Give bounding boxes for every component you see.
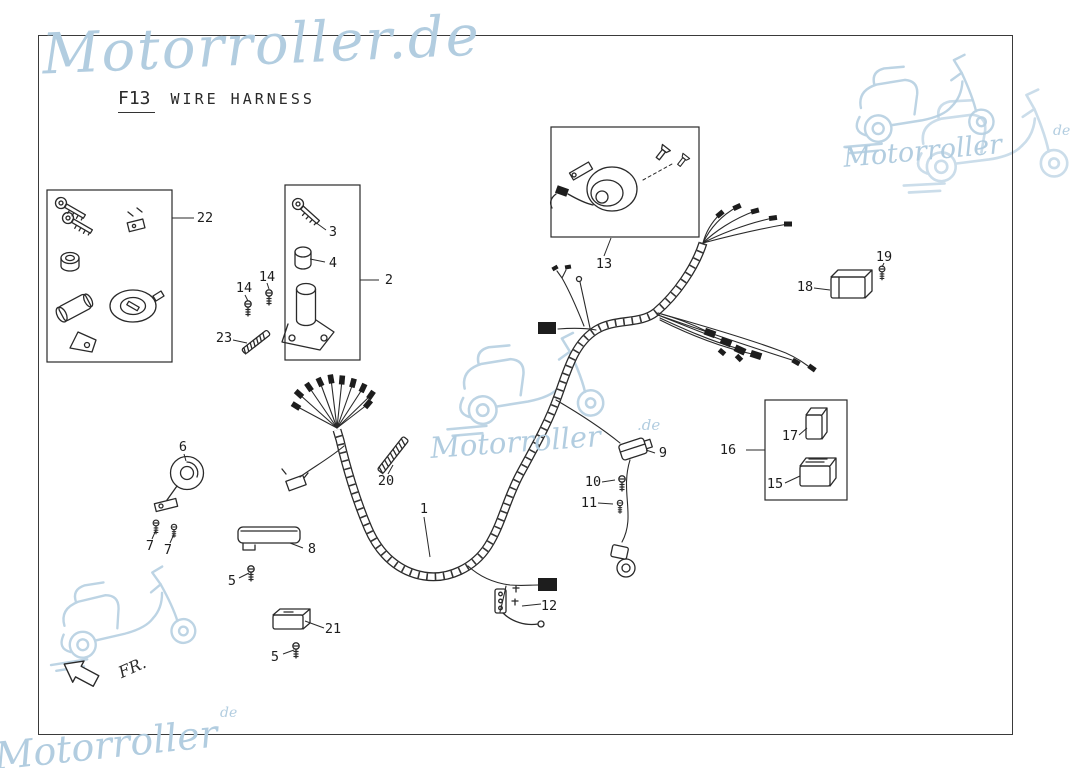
callout-9: 9 xyxy=(658,445,668,461)
callout-7a: 7 xyxy=(145,538,155,554)
callout-17: 17 xyxy=(781,428,799,444)
callout-3: 3 xyxy=(328,224,338,240)
starter-relay xyxy=(830,269,873,299)
diagram-border xyxy=(38,35,1013,735)
callout-11: 11 xyxy=(580,495,598,511)
callout-12: 12 xyxy=(540,598,558,614)
diagram-code: F13 xyxy=(118,88,155,113)
callout-2: 2 xyxy=(384,272,394,288)
callout-14b: 14 xyxy=(258,269,276,285)
clamp-block xyxy=(272,608,311,630)
callout-5a: 5 xyxy=(227,573,237,589)
ignition-switch-body xyxy=(281,282,335,351)
harness-bracket-small xyxy=(281,468,309,492)
ignition-coil-assembly xyxy=(610,437,653,578)
callout-21: 21 xyxy=(324,621,342,637)
main-switch-assembly xyxy=(550,143,691,212)
callout-10: 10 xyxy=(584,474,602,490)
lock-cylinder xyxy=(294,246,312,270)
callout-18: 18 xyxy=(796,279,814,295)
callout-7b: 7 xyxy=(163,542,173,558)
fr-direction-arrow xyxy=(63,660,100,687)
callout-8: 8 xyxy=(307,541,317,557)
callout-20: 20 xyxy=(377,473,395,489)
harness-connector-cluster xyxy=(290,374,376,429)
callout-19: 19 xyxy=(875,249,893,265)
harness-band-20 xyxy=(377,436,409,475)
callout-leaders xyxy=(151,217,885,655)
group-box-13 xyxy=(550,126,700,238)
lock-bracket-small xyxy=(126,207,146,233)
ignition-cap-large xyxy=(109,289,165,323)
callout-14a: 14 xyxy=(235,280,253,296)
callout-15: 15 xyxy=(766,476,784,492)
callout-22: 22 xyxy=(196,210,214,226)
group-box-2 xyxy=(284,184,361,361)
wire-harness-main xyxy=(281,203,817,613)
callout-16: 16 xyxy=(719,442,737,458)
diagram-name: WIRE HARNESS xyxy=(170,90,315,108)
harness-left-leads xyxy=(556,269,597,331)
callout-6: 6 xyxy=(178,439,188,455)
rubber-mount xyxy=(237,526,301,551)
harness-band-23 xyxy=(241,329,271,355)
lock-cap-small xyxy=(60,251,80,272)
horn xyxy=(153,455,205,513)
harness-top-leads xyxy=(702,206,789,244)
flasher-relay-17 xyxy=(805,407,828,440)
seat-lock-assembly xyxy=(55,293,97,353)
ground-lead-assembly xyxy=(494,585,545,628)
group-box-22 xyxy=(46,189,173,363)
harness-right-leads xyxy=(657,312,809,367)
callout-4: 4 xyxy=(328,255,338,271)
callout-5b: 5 xyxy=(270,649,280,665)
callout-23: 23 xyxy=(215,330,233,346)
callout-13: 13 xyxy=(595,256,613,272)
diagram-title: F13 WIRE HARNESS xyxy=(118,88,315,113)
callout-1: 1 xyxy=(419,501,429,517)
